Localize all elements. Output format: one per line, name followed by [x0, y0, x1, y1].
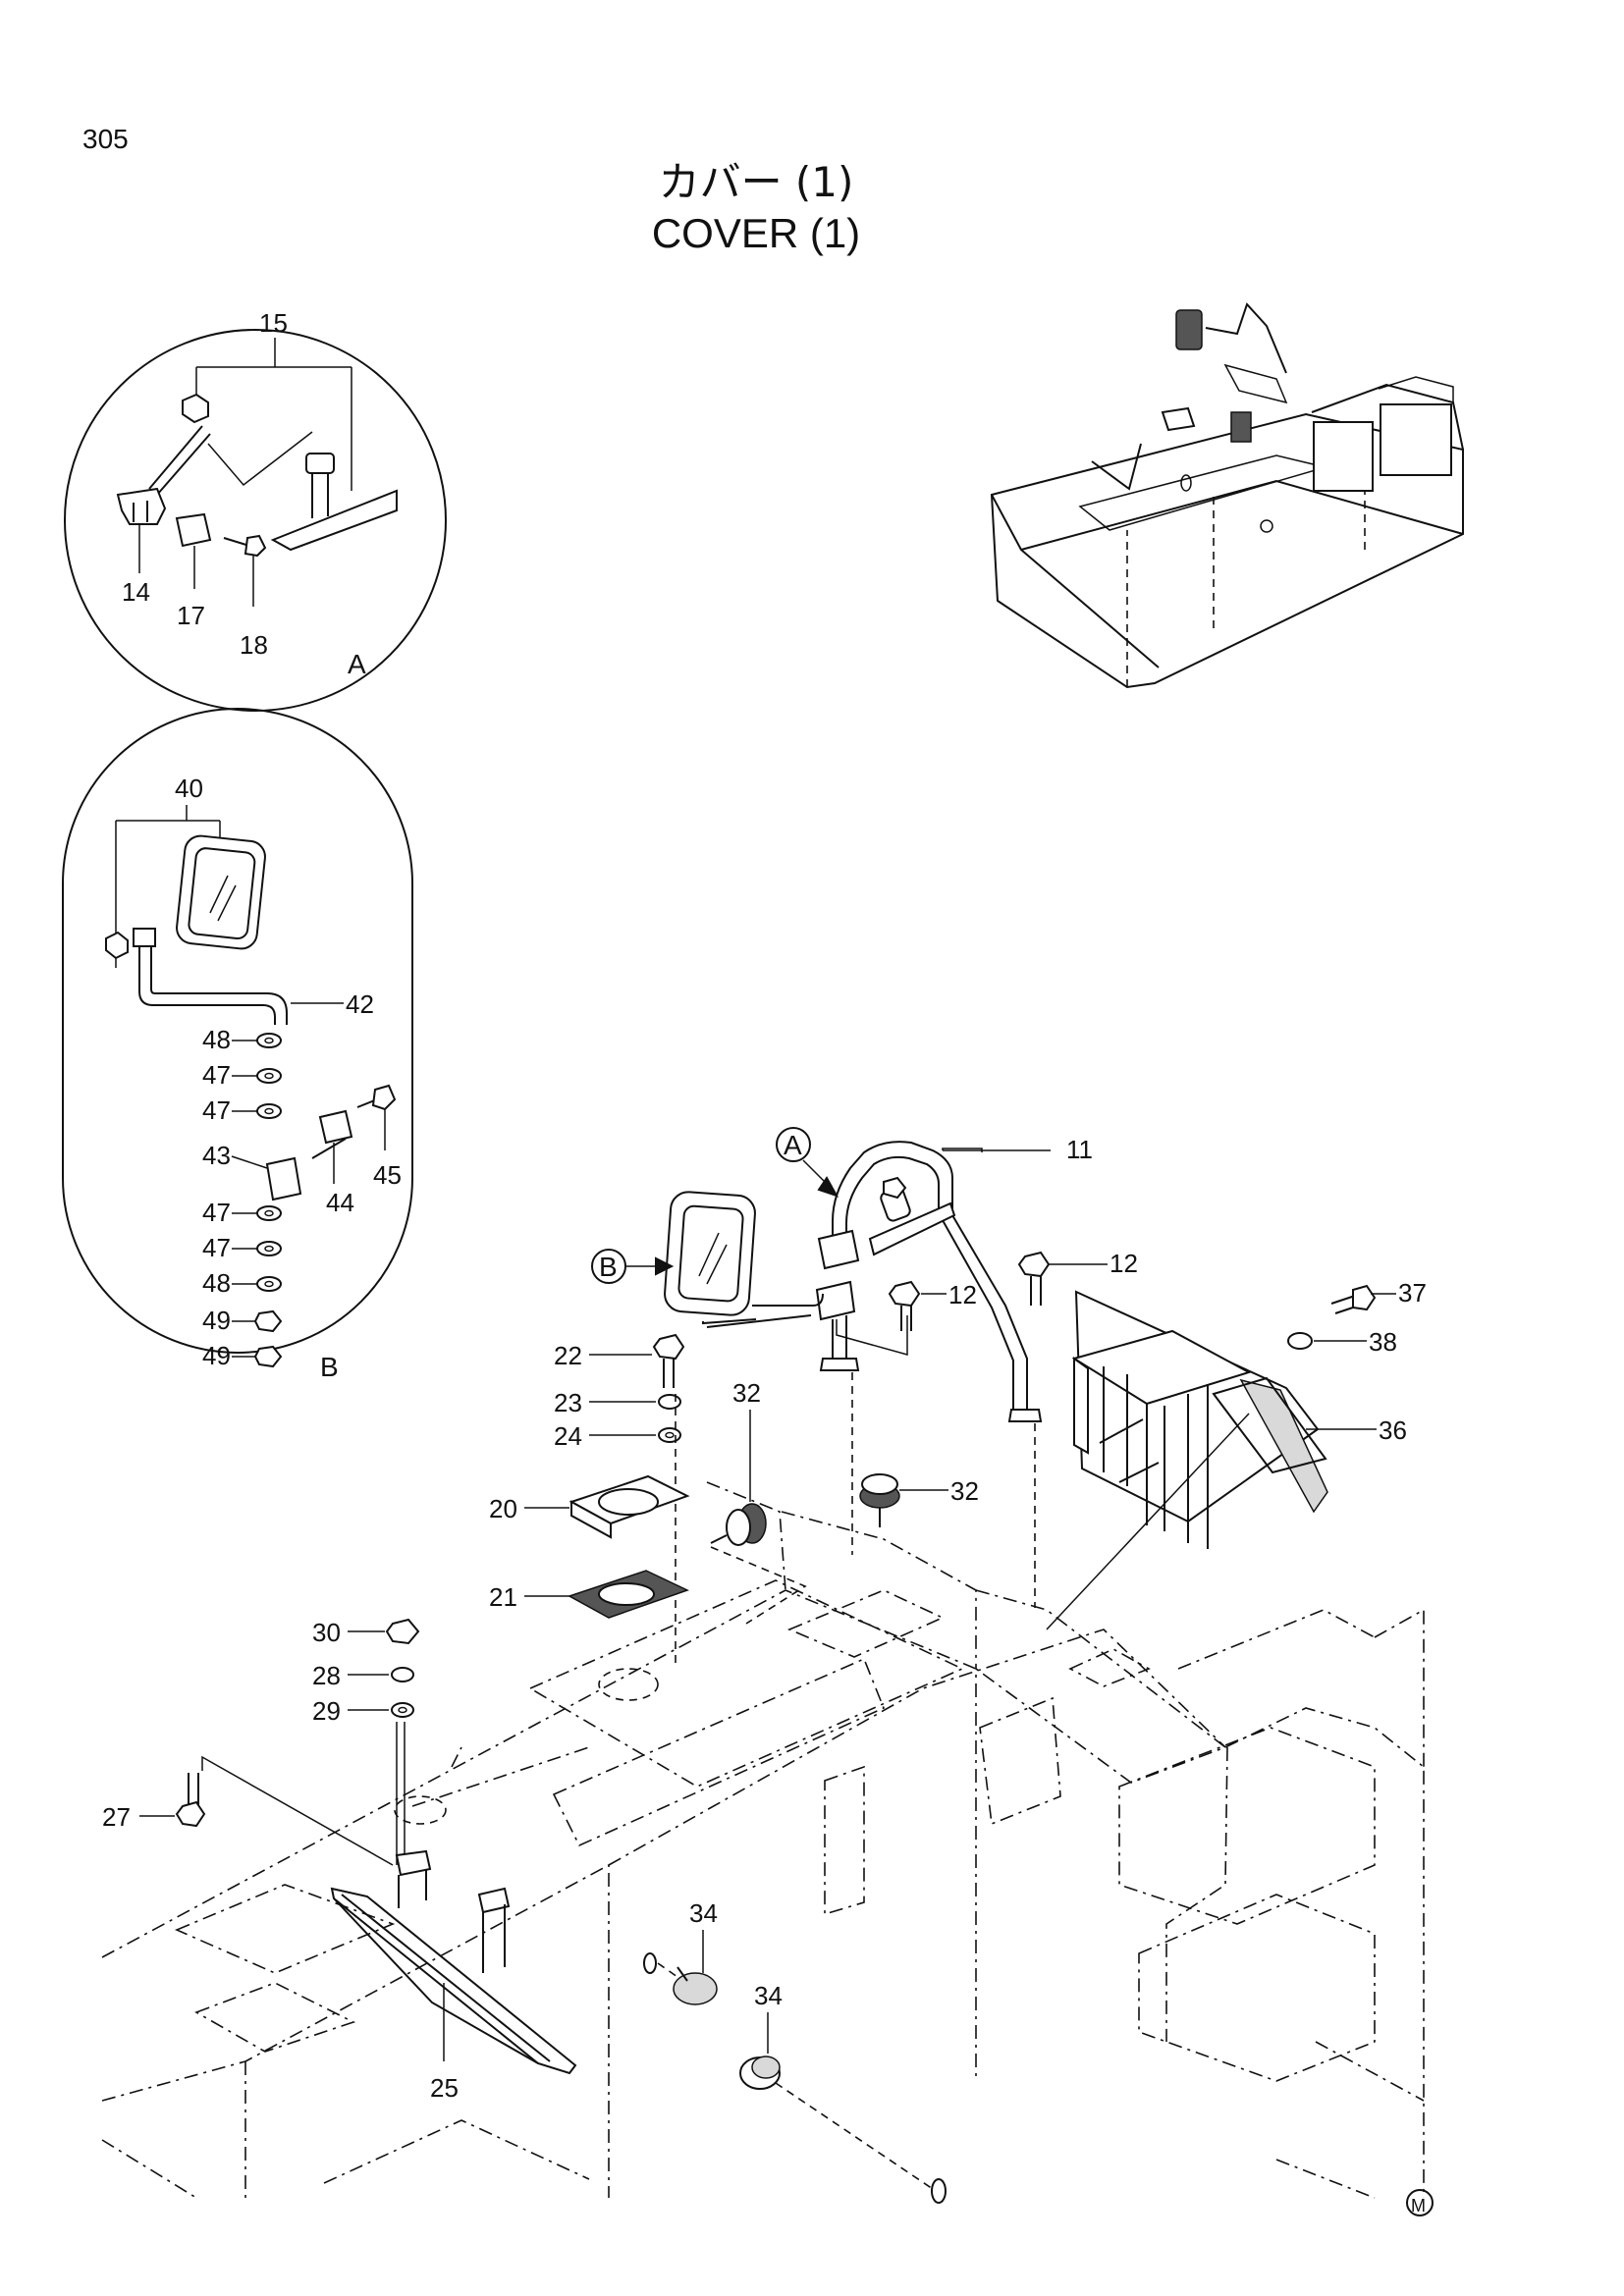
callout-b-letter: B [599, 1252, 618, 1282]
page-title-english: COVER (1) [651, 210, 861, 256]
m-marker-letter: M [1411, 2196, 1426, 2216]
m-marker-circle [1406, 2189, 1434, 2216]
detail-view-a: A 15 14 17 18 [64, 308, 447, 712]
main-assembly: 11 A B 12 [101, 1127, 1434, 2216]
label-47-c: 47 [202, 1198, 231, 1227]
machine-overview [990, 302, 1464, 689]
label-34-a: 34 [689, 1898, 718, 1928]
rail-clamp-assembly [815, 1229, 908, 1371]
bracket-part-20 [568, 1474, 690, 1539]
label-15: 15 [259, 308, 288, 338]
label-32-a: 32 [732, 1378, 761, 1408]
label-43: 43 [202, 1141, 231, 1170]
bolt-part-27 [175, 1773, 206, 1828]
gasket-part-21 [568, 1570, 689, 1619]
bolt-part-37 [1330, 1284, 1377, 1314]
bolt-part-18 [223, 534, 267, 558]
clamp-part-14 [116, 487, 167, 525]
washer-part-29 [391, 1702, 414, 1718]
label-45: 45 [373, 1160, 402, 1190]
washer-part-38 [1287, 1332, 1313, 1350]
label-12-b: 12 [1110, 1249, 1138, 1278]
bolt-part-12-a [888, 1280, 921, 1331]
mirror-main-part [664, 1191, 756, 1316]
rubber-mount-part-32-a [710, 1503, 767, 1546]
label-32-b: 32 [950, 1476, 979, 1506]
label-38: 38 [1369, 1327, 1397, 1357]
page-title-japanese: カバー (1) [658, 158, 854, 206]
handrail-part-11 [832, 1141, 1043, 1422]
detail-view-a-letter: A [348, 649, 366, 679]
label-12-a: 12 [948, 1280, 977, 1309]
nut-icon [182, 393, 209, 424]
washer-part-23 [658, 1394, 681, 1410]
clamp-part-17 [175, 512, 212, 548]
label-21: 21 [489, 1582, 517, 1612]
detail-view-b-letter: B [320, 1352, 339, 1382]
label-28: 28 [312, 1661, 341, 1690]
callout-b-circle [591, 1249, 626, 1284]
label-36: 36 [1379, 1415, 1407, 1445]
label-20: 20 [489, 1494, 517, 1523]
nut-icon [105, 931, 129, 960]
mirror-bracket-part [270, 453, 398, 552]
page-number: 305 [82, 124, 129, 154]
label-14: 14 [122, 577, 150, 607]
washer-part-28 [391, 1667, 414, 1682]
label-49-a: 49 [202, 1306, 231, 1335]
stay-part-25 [330, 1849, 577, 2075]
label-24: 24 [554, 1421, 582, 1451]
label-40: 40 [175, 774, 203, 803]
callout-a-letter: A [784, 1130, 802, 1160]
label-27: 27 [102, 1802, 131, 1832]
label-17: 17 [177, 601, 205, 630]
label-48-a: 48 [202, 1025, 231, 1054]
detail-view-b: B 40 42 48 47 47 [62, 708, 413, 1382]
clamp-assembly [265, 1084, 397, 1201]
label-49-b: 49 [202, 1341, 231, 1370]
label-23: 23 [554, 1388, 582, 1417]
bolt-part-12-b [1017, 1251, 1051, 1306]
label-47-b: 47 [202, 1095, 231, 1125]
washer-part-24 [658, 1427, 681, 1443]
label-47-d: 47 [202, 1233, 231, 1262]
label-18: 18 [240, 630, 268, 660]
bolt-part-22 [652, 1333, 685, 1388]
callout-a-circle [776, 1127, 811, 1162]
label-25: 25 [430, 2073, 459, 2103]
label-44: 44 [326, 1188, 354, 1217]
label-34-b: 34 [754, 1981, 783, 2010]
nut-part-30 [385, 1618, 420, 1645]
rubber-mount-part-32-b [859, 1473, 900, 1527]
label-29: 29 [312, 1696, 341, 1726]
label-37: 37 [1398, 1278, 1427, 1308]
washer-stack: 48 47 47 [202, 1025, 282, 1125]
label-47-a: 47 [202, 1060, 231, 1090]
label-42: 42 [346, 989, 374, 1019]
washer-nut-stack: 47 47 48 49 49 [202, 1198, 283, 1370]
mirror-part [176, 834, 266, 950]
label-48-b: 48 [202, 1268, 231, 1298]
plug-part-34-b [739, 2056, 947, 2204]
label-22: 22 [554, 1341, 582, 1370]
plug-part-34-a [643, 1952, 718, 2005]
label-11: 11 [1066, 1135, 1093, 1164]
machine-body-outline [101, 1481, 1425, 2199]
label-30: 30 [312, 1618, 341, 1647]
step-cover-part-36 [1071, 1290, 1328, 1549]
